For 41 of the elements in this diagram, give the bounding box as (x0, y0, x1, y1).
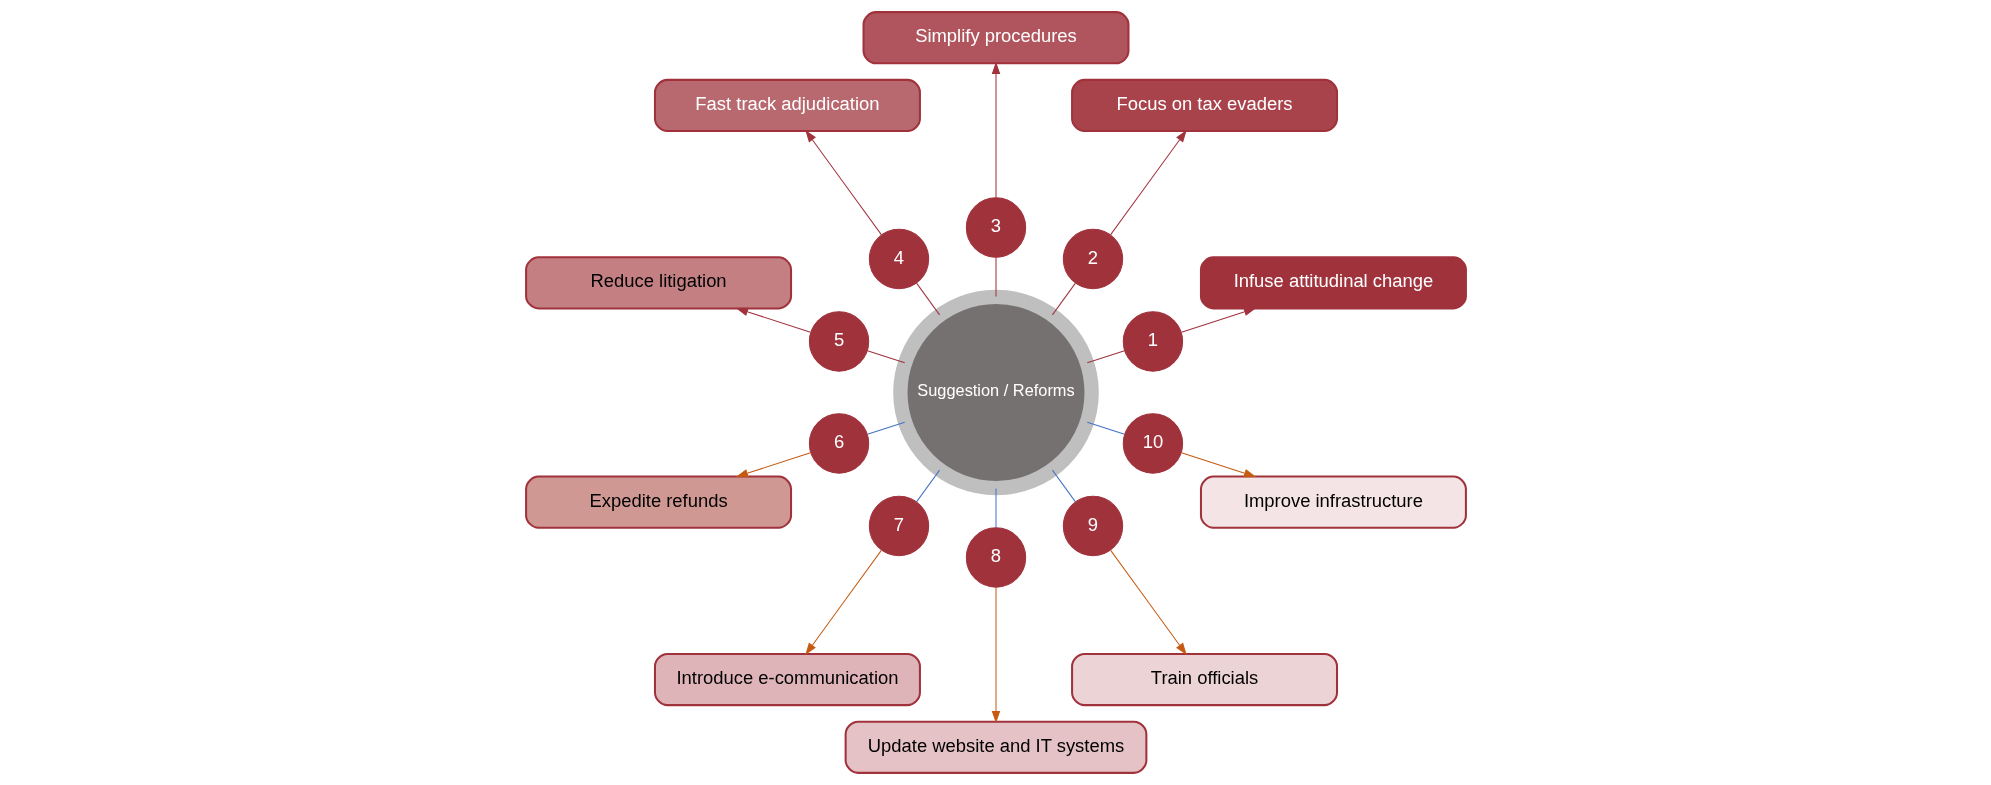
arrow (991, 587, 1000, 724)
node-box: Expedite refunds (524, 475, 792, 529)
node-box: Train officials (1070, 652, 1338, 707)
arrow (991, 61, 1000, 198)
arrow (1180, 452, 1256, 478)
connector (915, 469, 940, 503)
connector (915, 282, 940, 316)
node-box: Simplify procedures (862, 11, 1129, 65)
node-circle: 5 (808, 311, 869, 372)
arrow (1109, 129, 1187, 236)
arrow (735, 307, 811, 333)
connector (866, 350, 905, 364)
connector (1051, 469, 1076, 503)
node-circle: 7 (868, 495, 929, 557)
node-box: Infuse attitudinal change (1199, 256, 1467, 310)
connector (1051, 282, 1076, 316)
arrow (1109, 549, 1187, 656)
node-box: Update website and IT systems (844, 720, 1147, 774)
arrow (804, 549, 882, 656)
node-circle: 6 (808, 413, 869, 474)
connector (995, 256, 996, 297)
node-circle: 9 (1062, 495, 1123, 557)
arrow (735, 452, 811, 478)
node-circle: 1 (1122, 311, 1183, 372)
node-circle: Suggestion / Reforms (892, 289, 1099, 496)
node-circle: 10 (1122, 413, 1183, 474)
node-box: Improve infrastructure (1199, 475, 1467, 529)
node-box: Focus on tax evaders (1070, 78, 1338, 133)
node-circle: 3 (965, 197, 1026, 258)
node-box: Fast track adjudication (653, 78, 921, 133)
node-box: Reduce litigation (524, 256, 792, 310)
node-circle: 4 (868, 228, 929, 290)
connector (866, 421, 905, 435)
connector (995, 488, 996, 529)
arrow (804, 129, 882, 236)
connector (1086, 350, 1125, 364)
node-circle: 2 (1062, 228, 1123, 290)
connector (1086, 421, 1125, 435)
arrow (1180, 307, 1256, 333)
node-circle: 8 (965, 527, 1026, 588)
node-box: Introduce e-communication (653, 652, 921, 707)
